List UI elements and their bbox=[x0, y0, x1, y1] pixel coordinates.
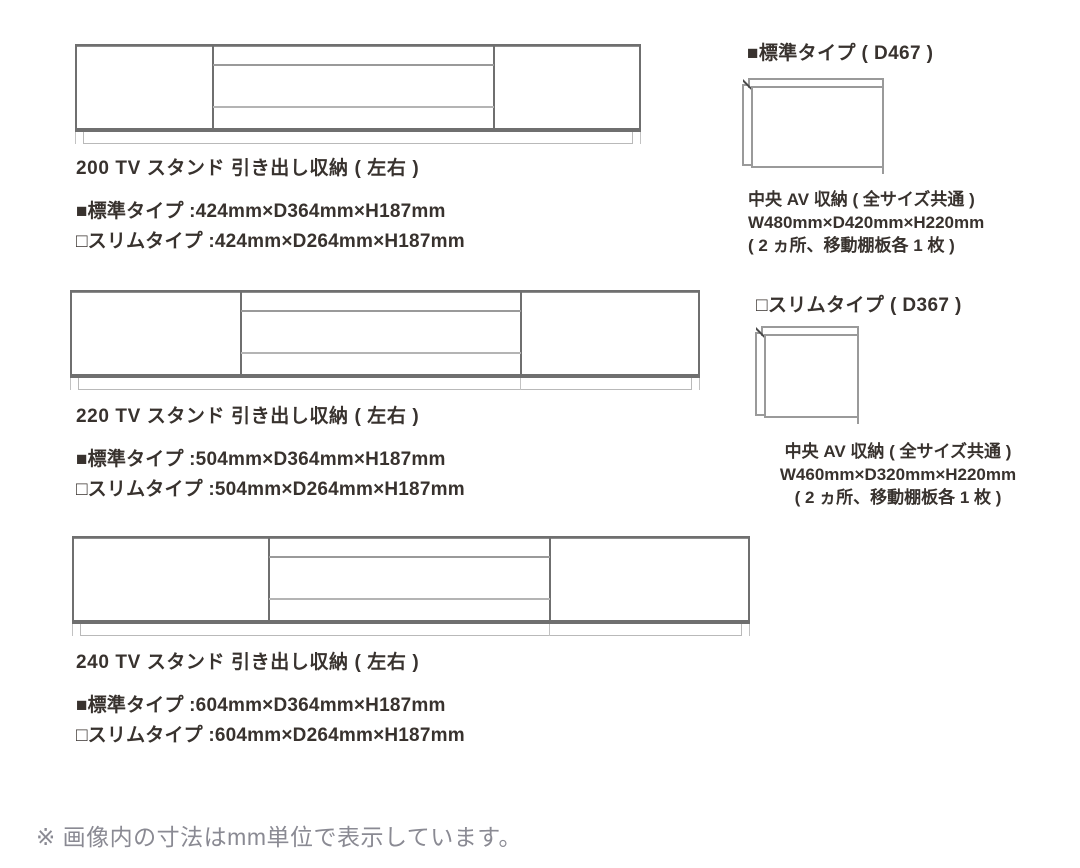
product-slim-220: □スリムタイプ :504mm×D264mm×H187mm bbox=[76, 479, 465, 500]
product-block-200: 200 TV スタンド 引き出し収納 ( 左右 ) ■標準タイプ :424mm×… bbox=[0, 0, 720, 260]
product-standard-200: ■標準タイプ :424mm×D364mm×H187mm bbox=[76, 201, 446, 222]
right-caption-standard: 中央 AV 収納 ( 全サイズ共通 ) W480mm×D420mm×H220mm… bbox=[748, 188, 984, 257]
right-caption-slim-line2: W460mm×D320mm×H220mm bbox=[779, 465, 1017, 484]
right-caption-standard-line1: 中央 AV 収納 ( 全サイズ共通 ) bbox=[748, 190, 975, 209]
cabinet-shelf-lower bbox=[213, 106, 494, 108]
right-caption-slim: 中央 AV 収納 ( 全サイズ共通 ) W460mm×D320mm×H220mm… bbox=[748, 440, 1048, 509]
product-title-240: 240 TV スタンド 引き出し収納 ( 左右 ) bbox=[76, 652, 420, 673]
av-box-standard bbox=[742, 78, 892, 176]
right-panel-slim: □スリムタイプ ( D367 ) 中央 AV 収納 ( 全サイズ共通 ) W46… bbox=[0, 0, 1080, 520]
product-title-220: 220 TV スタンド 引き出し収納 ( 左右 ) bbox=[76, 406, 420, 427]
cabinet-plinth-top bbox=[75, 130, 641, 132]
cabinet-divider-left bbox=[212, 44, 214, 130]
box-right-tab bbox=[882, 154, 884, 174]
cabinet-shelf-upper bbox=[241, 310, 521, 312]
cabinet-shelf-lower bbox=[241, 352, 521, 354]
cabinet-drawing-220 bbox=[70, 290, 700, 390]
product-slim-240: □スリムタイプ :604mm×D264mm×H187mm bbox=[76, 725, 465, 746]
cabinet-body bbox=[70, 290, 700, 376]
footnote-unit-notice: ※ 画像内の寸法はmm単位で表示しています。 bbox=[36, 824, 522, 850]
cabinet-plinth-leg-right bbox=[699, 378, 700, 390]
cabinet-plinth-leg-right bbox=[640, 132, 641, 144]
cabinet-shelf-upper bbox=[269, 556, 550, 558]
product-slim-200: □スリムタイプ :424mm×D264mm×H187mm bbox=[76, 231, 465, 252]
cabinet-body bbox=[75, 44, 641, 130]
right-caption-slim-line3: ( 2 ヵ所、移動棚板各 1 枚 ) bbox=[794, 488, 1002, 507]
cabinet-shelf-lower bbox=[269, 598, 550, 600]
right-panel-standard: ■標準タイプ ( D467 ) 中央 AV 収納 ( 全サイズ共通 ) W480… bbox=[0, 0, 1080, 265]
cabinet-plinth bbox=[83, 132, 633, 144]
cabinet-body bbox=[72, 536, 750, 622]
cabinet-drawing-200 bbox=[75, 44, 641, 144]
cabinet-divider-left bbox=[240, 290, 242, 376]
cabinet-shelf-upper bbox=[213, 64, 494, 66]
cabinet-divider-right bbox=[520, 290, 522, 376]
product-standard-220: ■標準タイプ :504mm×D364mm×H187mm bbox=[76, 449, 446, 470]
cabinet-plinth-leg-mid bbox=[549, 624, 550, 636]
av-box-slim bbox=[755, 326, 865, 424]
cabinet-plinth-leg-right bbox=[749, 624, 750, 636]
cabinet-divider-right bbox=[493, 44, 495, 130]
box-right-tab bbox=[857, 404, 859, 424]
product-title-200: 200 TV スタンド 引き出し収納 ( 左右 ) bbox=[76, 158, 420, 179]
product-block-220: 220 TV スタンド 引き出し収納 ( 左右 ) ■標準タイプ :504mm×… bbox=[0, 246, 760, 506]
right-caption-standard-line2: W480mm×D420mm×H220mm bbox=[748, 213, 985, 232]
cabinet-plinth-leg-left bbox=[70, 378, 71, 390]
cabinet-plinth bbox=[78, 378, 692, 390]
right-caption-standard-line3: ( 2 ヵ所、移動棚板各 1 枚 ) bbox=[748, 236, 955, 255]
cabinet-plinth-top bbox=[72, 622, 750, 624]
cabinet-drawing-240 bbox=[72, 536, 750, 636]
box-front-face bbox=[751, 86, 884, 168]
right-heading-slim: □スリムタイプ ( D367 ) bbox=[756, 295, 962, 316]
cabinet-plinth-top bbox=[70, 376, 700, 378]
cabinet-divider-left bbox=[268, 536, 270, 622]
product-standard-240: ■標準タイプ :604mm×D364mm×H187mm bbox=[76, 695, 446, 716]
cabinet-plinth-leg-mid bbox=[520, 378, 521, 390]
right-caption-slim-line1: 中央 AV 収納 ( 全サイズ共通 ) bbox=[784, 442, 1012, 461]
box-front-face bbox=[764, 334, 859, 418]
cabinet-plinth bbox=[80, 624, 742, 636]
cabinet-plinth-leg-left bbox=[75, 132, 76, 144]
cabinet-divider-right bbox=[549, 536, 551, 622]
product-block-240: 240 TV スタンド 引き出し収納 ( 左右 ) ■標準タイプ :604mm×… bbox=[0, 492, 790, 752]
right-heading-standard: ■標準タイプ ( D467 ) bbox=[747, 43, 934, 64]
cabinet-plinth-leg-left bbox=[72, 624, 73, 636]
